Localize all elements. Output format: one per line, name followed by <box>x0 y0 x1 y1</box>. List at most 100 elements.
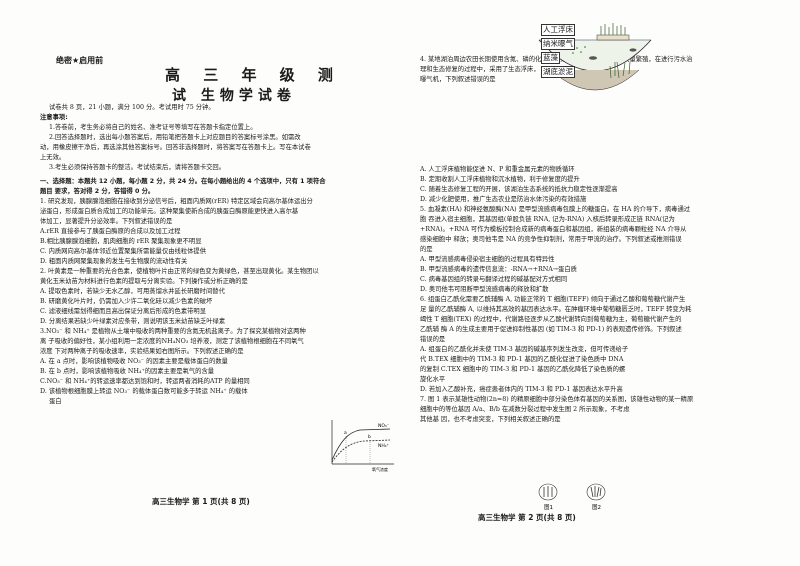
question-3: 3.NO₃⁻ 和 NH₄⁺ 是植物从土壤中吸收的两种重要的含氮无机盐离子。为了探… <box>40 327 400 407</box>
q6-option-c: 的复制 C.TEX 细胞中的 TIM-3 和 PD-1 基因的乙酰化降低了染色质… <box>420 366 626 373</box>
q5-line3: +RNA)。+RNA 可作为模板控制合成新的病毒蛋白和基因组，新组装的病毒颗粒经… <box>420 226 687 233</box>
q7-line1: 7. 图 1 表示某雄性动物(2n=8) 的精原细胞中部分染色体有基因的关系图，… <box>420 396 694 403</box>
q7-line2: 细胞中的等位基因 A/a、B/b 在减数分裂过程中发生图 2 所示现象，不考虑 <box>420 406 630 413</box>
cell-figure-1 <box>538 483 558 501</box>
cell-figure-2 <box>586 483 606 501</box>
q3-option-a: A. 在 a 点时，影响该植物吸收 NO₃⁻ 的因素主要是载体蛋白的数量 <box>40 358 228 365</box>
figure-1-label: 图1 <box>544 503 553 511</box>
exam-title: 高 三 年 级 测 <box>165 66 342 84</box>
q2-line1: 2. 叶黄素是一种重要的光合色素，使植物叶片由正常的绿色变为黄绿色，甚至出现黄化… <box>40 268 319 275</box>
instruction-3: 3.考生必须保持答题卡的整洁。考试结束后，请将答题卡交回。 <box>49 164 226 171</box>
instructions-intro: 试卷共 8 页，21 小题，满分 100 分。考试用时 75 分钟。 <box>49 104 215 111</box>
q1-option-a: A.rER 直接参与了胰蛋白酶原的合成以及加工过程 <box>40 228 181 235</box>
instruction-2b: 动，用橡皮擦干净后，再选涂其他答案标号。回答非选择题时，将答案写在答题卡上。写在… <box>40 144 311 151</box>
graph-label-ammonium: NH₄⁺ <box>378 443 390 449</box>
q5-line1: 5. 血凝素(HA) 和神经氨酸酶(NA) 是甲型流感病毒包膜上的糖蛋白。在 H… <box>420 206 691 213</box>
bed-plants <box>600 23 626 35</box>
algae-dot <box>580 51 582 53</box>
chromosome-icon <box>543 486 553 497</box>
instruction-2a: 2.回答选择题时，选出每小题答案后，用铅笔把答题卡上对应题目的答案标号涂黑。如需… <box>49 134 301 141</box>
q2-option-c: C. 滤液细线需划得细而且高出保证分离后形成的色素带明显 <box>40 308 207 315</box>
q5-option-c: C. 病毒基因组的转录与翻译过程的碱基配对方式相同 <box>420 276 568 283</box>
page-footer-right: 高三生物学 第 2 页(共 8 页) <box>478 513 576 522</box>
q4-option-d: D. 减少化肥使用，推广生态农业是防治水体污染的有效措施 <box>420 196 587 203</box>
q1-line2: 泌蛋白，形成蛋白质合成加工的功能单元。这种聚集使新合成的胰蛋白酶原能更快进入高尔… <box>40 208 299 215</box>
question-1: 1. 研究发现，胰腺腺泡细胞在接收到分泌信号后，粗面内质网(rER) 特定区域会… <box>40 197 400 267</box>
q2-line2: 黄化玉米幼苗为材料进行色素的提取与分离实验。下列操作或分析正确的是 <box>40 278 248 285</box>
graph-label-nitrate: NO₃⁻ <box>378 423 390 429</box>
eco-label-sediment: 湖底淤泥 <box>541 66 575 78</box>
eco-label-algae: 蓝藻 <box>541 52 560 64</box>
q3-option-b: B. 在 b 点时，影响该植物吸收 NH₄⁺的因素主要是氧气的含量 <box>40 368 215 375</box>
question-7: 7. 图 1 表示某雄性动物(2n=8) 的精原细胞中部分染色体有基因的关系图，… <box>420 395 790 425</box>
q6-option-b: 代 B.TEX 细胞中的 TIM-3 和 PD-1 基因的乙酰化促进了染色质中 … <box>420 356 624 363</box>
algae-dot <box>572 52 574 54</box>
q1-line1: 1. 研究发现，胰腺腺泡细胞在接收到分泌信号后，粗面内质网(rER) 特定区域会… <box>40 198 313 205</box>
q6-line1: 6. 组蛋白乙酰化需要乙酰辅酶 A, 功能正常的 T 细胞(TEFF) 倾向于通… <box>420 296 686 303</box>
q5-option-b: B. 甲型流感病毒的遗传信息流：-RNA→+RNA→蛋白质 <box>420 266 577 273</box>
q1-option-d: D. 粗面内质网聚集现象的发生与生物膜的流动性有关 <box>40 258 188 265</box>
instructions-heading: 注意事项: <box>40 114 68 121</box>
q6-line4: 乙酰辅 酶 A 的生成主要用于促进抑制性基因 (如 TIM-3 和 PD-1) … <box>420 326 682 333</box>
graph-x-label: 氧气浓度 <box>372 466 388 472</box>
exam-subject: 试 生物学试卷 <box>172 88 296 104</box>
q5-option-d: D. 奥司他韦可阻断甲型流感病毒的释放和扩散 <box>420 286 549 293</box>
q2-option-a: A. 提取色素时，若缺少无水乙醇，可用蒸馏水并延长研磨时间替代 <box>40 288 225 295</box>
question-2: 2. 叶黄素是一种重要的光合色素，使植物叶片由正常的绿色变为黄绿色，甚至出现黄化… <box>40 267 400 327</box>
page-footer-left: 高三生物学 第 1 页(共 8 页) <box>152 497 250 506</box>
instruction-2c: 上无效。 <box>40 154 66 161</box>
q4-option-b: B. 定期收割人工浮床植物和沉水植物，利于修复度的提升 <box>420 176 580 183</box>
q3-option-d: D. 该植物根细胞膜上转运 NO₃⁻ 的载体蛋白数可能多于转运 NH₄⁺ 的载体 <box>40 388 248 395</box>
q4-option-a: A. 人工浮床植物能促进 N、P 和重金属元素的物质循环 <box>420 166 575 173</box>
q4-options: A. 人工浮床植物能促进 N、P 和重金属元素的物质循环 B. 定期收割人工浮床… <box>420 165 790 205</box>
q5-line4: 感染细胞中 释放；奥司他韦是 NA 的竞争性抑制剂，常用于甲流的治疗。下列叙述或… <box>420 236 682 243</box>
q2-option-d: D. 分离结果若缺少叶绿素对应条带，则说明该玉米幼苗缺乏叶绿素 <box>40 318 226 325</box>
q4-line3: 曝气机，下列叙述错误的是 <box>420 76 496 83</box>
q1-option-c: C. 内质网向高尔基体邻近位置聚集所需能量仅由线粒体提供 <box>40 248 207 255</box>
question-6: 6. 组蛋白乙酰化需要乙酰辅酶 A, 功能正常的 T 细胞(TEFF) 倾向于通… <box>420 295 790 395</box>
section1-line1: 一、选择题：本题共 12 小题，每小题 2 分，共 24 分。在每小题给出的 4… <box>40 178 326 185</box>
q6-option-c-cont: 旋化水平 <box>420 376 446 383</box>
algae-dot <box>584 46 586 48</box>
q5-line2: 胞 吞进入宿主细胞，其基因组(单股负链 RNA, 记为-RNA) 入核后转录形成… <box>420 216 675 223</box>
fish-icon <box>629 48 637 52</box>
q3-uptake-graph: NO₃⁻ NH₄⁺ a b 氧气浓度 <box>331 420 394 472</box>
q6-option-a: A. 组蛋白的乙酰化并未使 TIM-3 基因的碱基序列发生改变，但可传递给子 <box>420 346 629 353</box>
q3-line3: 浓度 下对两种离子的吸收速率，实验结果如右图所示。下列叙述正确的是 <box>40 348 244 355</box>
q3-option-c: C.NO₃⁻ 和 NH₄⁺的转运速率都达到饱和时，转运两者消耗的ATP 的量相同 <box>40 378 250 385</box>
q7-line3: 其他基 因，也不考虑突变，下列相关叙述正确的是 <box>420 416 561 423</box>
q1-line3: 体加工，显著提升分泌效率。下列叙述错误的是 <box>40 218 173 225</box>
instruction-1: 1.答卷前，考生务必将自己的姓名、准考证号等填写在答题卡指定位置上。 <box>49 124 257 131</box>
graph-curve-ammonium <box>331 439 391 463</box>
q4-option-c: C. 随着生态修复工程的开展，该湖泊生态系统的抵抗力稳定性逐渐提高 <box>420 186 618 193</box>
q6-line3: 竭性 T 细胞(TEX) 的过程中，代谢路径逐步从乙酸代谢转向到葡萄糖为主，葡萄… <box>420 316 682 323</box>
submerged-plants <box>609 61 631 79</box>
q6-option-d: D. 若加入乙酸补充，癌症患者体内的 TIM-3 和 PD-1 基因表达水平升高 <box>420 386 623 393</box>
q1-option-b: B.相比胰腺腺泡细胞，肌肉细胞的 rER 聚集现象更不明显 <box>40 238 202 245</box>
q3-option-d-cont: 蛋白 <box>49 398 62 405</box>
fish-icon <box>589 56 597 60</box>
eco-label-aerator: 纳米曝气 <box>541 38 575 50</box>
graph-point-b: b <box>368 434 371 440</box>
right-page-body: A. 人工浮床植物能促进 N、P 和重金属元素的物质循环 B. 定期收割人工浮床… <box>420 165 790 425</box>
instructions-block: 试卷共 8 页，21 小题，满分 100 分。考试用时 75 分钟。 注意事项:… <box>40 103 400 407</box>
algae-dot <box>576 47 578 49</box>
q2-option-b: B. 研磨黄化叶片时，仍需加入少许二氧化硅以减少色素的破坏 <box>40 298 213 305</box>
q6-line5: 错误的是 <box>420 336 446 343</box>
cells-drawing: 图1 图2 <box>538 483 606 511</box>
q6-line2: 足 量的乙酰辅酶 A, 以维持其高效的基因表达水平。在肿瘤环境中葡萄糖匮乏时，T… <box>420 306 692 313</box>
q3-line2: 离 子吸收的偏好性，某小组利用一定浓度的NH₄NO₃ 培养液，测定了该植物根细胞… <box>40 338 304 345</box>
graph-curve-nitrate <box>331 428 391 461</box>
q4-ecosystem-figure: 人工浮床 纳米曝气 蓝藻 湖底淤泥 <box>537 18 653 96</box>
q5-line5: 的是 <box>420 246 433 253</box>
chromosome-icon <box>590 486 602 498</box>
floating-bed <box>596 34 630 41</box>
q4-line2: 理和生态修复的过程中，采用了生态浮床，并引入了芦苇等沉水植物和食藻鱼，同时安装了… <box>420 66 540 73</box>
q5-option-a: A. 甲型流感病毒侵染宿主细胞的过程具有特异性 <box>420 256 555 263</box>
question-5: 5. 血凝素(HA) 和神经氨酸酶(NA) 是甲型流感病毒包膜上的糖蛋白。在 H… <box>420 205 790 295</box>
q7-chromosome-figures: 图1 图2 <box>530 478 620 514</box>
section1-line2: 题目 要求，答对得 2 分，答错得 0 分。 <box>40 188 155 195</box>
eco-label-floating-bed: 人工浮床 <box>541 24 575 36</box>
graph-point-a: a <box>344 431 347 436</box>
